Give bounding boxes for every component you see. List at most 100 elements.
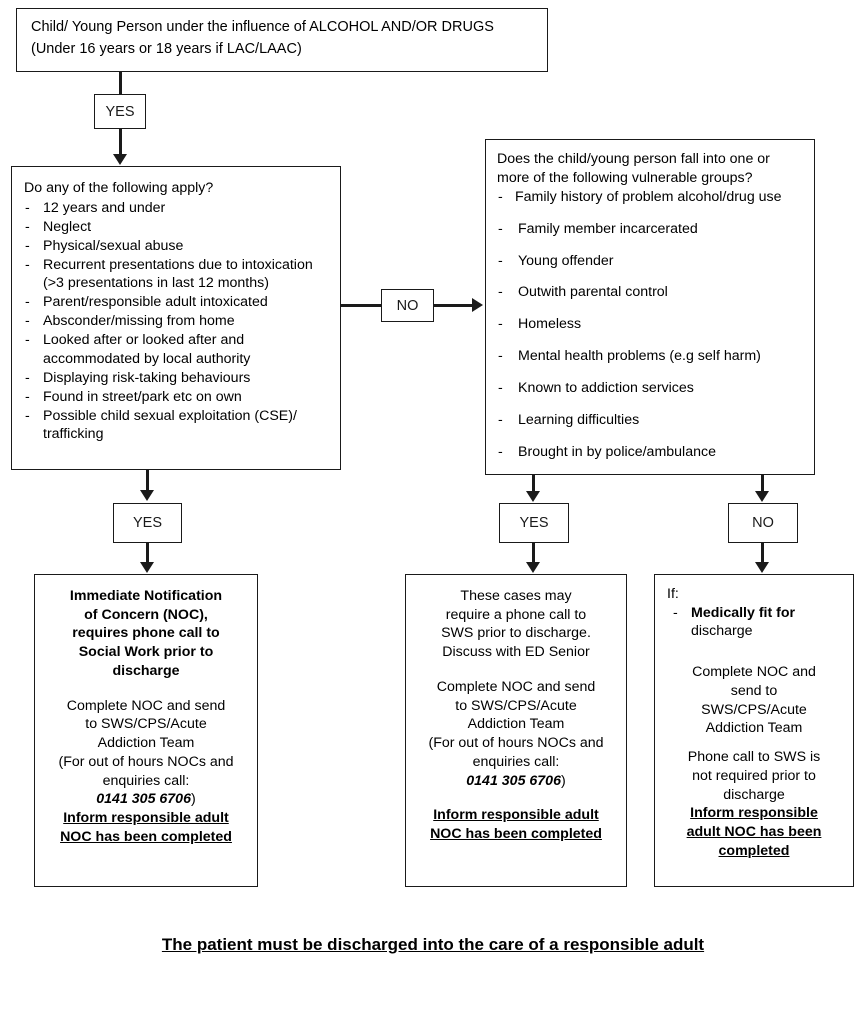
list-item: -Physical/sexual abuse — [24, 237, 330, 256]
outcome-right-body-7: discharge — [723, 786, 785, 803]
spacer — [414, 662, 618, 678]
decision-label-yes-2-text: YES — [132, 515, 162, 531]
dash-bullet: - — [673, 604, 678, 621]
decision-label-no-3-text: NO — [752, 515, 774, 531]
list-item: -12 years and under — [24, 199, 330, 218]
phone-number: 0141 305 6706 — [96, 791, 191, 808]
outcome-right-footer-1: Inform responsible — [690, 805, 818, 822]
outcome-left-heading-5: discharge — [112, 662, 180, 679]
outcome-right-fit-bold: Medically fit for — [691, 604, 796, 621]
outcome-mid-body-8: (For out of hours NOCs and — [428, 735, 604, 752]
list-item-text: Recurrent presentations due to intoxicat… — [43, 256, 313, 292]
connector-no3-to-outcome-right — [761, 543, 764, 564]
list-item-text: Mental health problems (e.g self harm) — [518, 348, 761, 365]
outcome-mid-body-2: require a phone call to — [445, 606, 587, 623]
list-item-text: Young offender — [518, 252, 614, 269]
list-item-text: Family history of problem alcohol/drug u… — [515, 188, 782, 205]
connector-leftbox-to-no — [341, 304, 381, 307]
spacer — [663, 641, 845, 663]
connector-yes1-to-leftbox — [119, 128, 122, 156]
dash-bullet: - — [25, 294, 30, 311]
list-item: -Displaying risk-taking behaviours — [24, 369, 330, 388]
outcome-left-footer-2: NOC has been completed — [60, 828, 232, 845]
outcome-right-body-4: Addiction Team — [705, 720, 803, 737]
connector-yes3-to-outcome-mid — [532, 543, 535, 564]
list-item-text: Found in street/park etc on own — [43, 388, 242, 405]
list-item-text: Displaying risk-taking behaviours — [43, 369, 251, 386]
footer-statement-text: The patient must be discharged into the … — [161, 935, 705, 954]
list-item-text: Brought in by police/ambulance — [518, 443, 716, 460]
left-box-item-list: -12 years and under -Neglect -Physical/s… — [24, 199, 330, 444]
decision-label-yes-1-text: YES — [105, 103, 135, 120]
outcome-mid-body-9: enquiries call: — [472, 753, 560, 770]
list-item-text: Family member incarcerated — [518, 220, 698, 237]
outcome-mid-body-6: to SWS/CPS/Acute — [455, 697, 577, 714]
right-box-item-list: -Family history of problem alcohol/drug … — [497, 188, 806, 462]
list-item-text: Learning difficulties — [518, 411, 640, 428]
list-item-text: Neglect — [43, 218, 92, 235]
list-item: -Homeless — [497, 315, 806, 334]
phone-close-paren: ) — [560, 772, 566, 789]
outcome-right-body-3: SWS/CPS/Acute — [701, 701, 807, 718]
outcome-left-body-4: (For out of hours NOCs and — [58, 753, 234, 770]
list-item: -Neglect — [24, 218, 330, 237]
dash-bullet: - — [498, 411, 503, 428]
outcome-left-heading-4: Social Work prior to — [78, 644, 214, 661]
dash-bullet: - — [25, 199, 30, 216]
connector-rightbox-to-no3 — [761, 475, 764, 493]
outcome-left-heading-2: of Concern (NOC), — [84, 606, 208, 623]
left-criteria-box: Do any of the following apply? -12 years… — [11, 166, 341, 470]
connector-yes2-to-outcome-left — [146, 543, 149, 564]
dash-bullet: - — [498, 220, 503, 237]
arrow-rightbox-to-no3 — [755, 491, 769, 502]
connector-rightbox-to-yes3 — [532, 475, 535, 493]
outcome-mid-footer-2: NOC has been completed — [430, 826, 602, 843]
arrow-no3-to-outcome-right — [755, 562, 769, 573]
dash-bullet: - — [25, 313, 30, 330]
outcome-right-body-1: Complete NOC and — [692, 664, 816, 681]
list-item-text: Looked after or looked after and accommo… — [43, 332, 251, 367]
outcome-box-immediate-notification: Immediate Notification of Concern (NOC),… — [34, 574, 258, 887]
dash-bullet: - — [25, 332, 30, 348]
outcome-left-body-1: Complete NOC and send — [66, 697, 226, 714]
top-box-line-1: Child/ Young Person under the influence … — [31, 19, 494, 35]
decision-label-yes-3-text: YES — [519, 515, 549, 531]
list-item: -Recurrent presentations due to intoxica… — [24, 256, 330, 294]
dash-bullet: - — [498, 284, 503, 301]
dash-bullet: - — [498, 443, 503, 460]
outcome-left-heading-3: requires phone call to — [72, 625, 220, 642]
decision-label-yes-1: YES — [94, 94, 146, 129]
arrow-no-to-rightbox — [472, 298, 483, 312]
spacer — [43, 681, 249, 697]
outcome-right-fit-line: -Medically fit for — [663, 604, 845, 623]
outcome-right-footer-2: adult NOC has been — [686, 824, 822, 841]
outcome-left-heading-1: Immediate Notification — [69, 588, 223, 604]
dash-bullet: - — [25, 369, 30, 386]
connector-topbox-to-yes1 — [119, 72, 122, 96]
phone-close-paren: ) — [190, 791, 196, 808]
outcome-right-footer-3: completed — [718, 842, 790, 859]
right-box-question: Does the child/young person fall into on… — [497, 151, 770, 186]
arrow-yes2-to-outcome-left — [140, 562, 154, 573]
list-item-text: Parent/responsible adult intoxicated — [43, 294, 268, 311]
outcome-mid-body-3: SWS prior to discharge. — [441, 625, 591, 642]
list-item-text: Outwith parental control — [518, 284, 668, 301]
decision-label-yes-2: YES — [113, 503, 182, 543]
list-item: -Family member incarcerated — [497, 220, 806, 239]
connector-leftbox-to-yes2 — [146, 470, 149, 491]
dash-bullet: - — [25, 388, 30, 405]
list-item: -Found in street/park etc on own — [24, 388, 330, 407]
list-item: -Family history of problem alcohol/drug … — [497, 188, 806, 207]
spacer — [414, 790, 618, 806]
top-entry-box: Child/ Young Person under the influence … — [16, 8, 548, 72]
outcome-left-phone-line: 0141 305 6706) — [43, 790, 249, 809]
dash-bullet: - — [498, 348, 503, 365]
list-item-text: Absconder/missing from home — [43, 313, 235, 330]
outcome-mid-body-1: These cases may — [460, 588, 572, 604]
top-box-line-2: (Under 16 years or 18 years if LAC/LAAC) — [31, 40, 302, 57]
right-vulnerable-groups-box: Does the child/young person fall into on… — [485, 139, 815, 475]
connector-no-to-rightbox — [434, 304, 474, 307]
list-item: -Young offender — [497, 252, 806, 271]
outcome-box-medically-fit: If: -Medically fit for discharge Complet… — [654, 574, 854, 887]
